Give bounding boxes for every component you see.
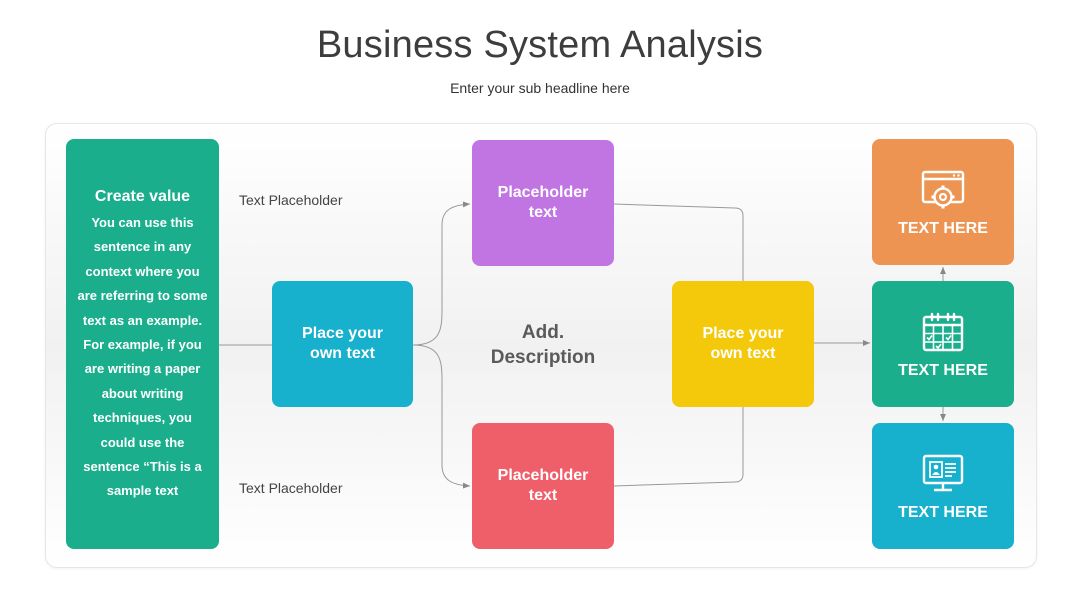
connector-top-to-yellow	[613, 203, 744, 281]
connector-own-to-top	[412, 201, 471, 346]
add-description: Add. Description	[490, 322, 596, 368]
output-box-orange: TEXT HERE	[872, 139, 1014, 265]
output-label-green: TEXT HERE	[898, 362, 988, 379]
placeholder-label-top: Placeholder text	[497, 184, 589, 221]
connector-own-to-bottom	[412, 344, 471, 489]
monitor-profile-icon	[922, 454, 964, 492]
own-text-box-1: Place your own text	[272, 281, 413, 407]
output-label-orange: TEXT HERE	[898, 220, 988, 237]
output-label-blue: TEXT HERE	[898, 504, 988, 521]
output-box-green: TEXT HERE	[872, 281, 1014, 407]
placeholder-box-top: Placeholder text	[472, 140, 614, 266]
page-subtitle: Enter your sub headline here	[450, 80, 630, 96]
placeholder-box-bottom: Placeholder text	[472, 423, 614, 549]
page-title: Business System Analysis	[316, 24, 764, 66]
text-placeholder-bottom: Text Placeholder	[239, 480, 343, 496]
output-box-blue: TEXT HERE	[872, 423, 1014, 549]
placeholder-label-bottom: Placeholder text	[497, 467, 589, 504]
calendar-icon	[922, 312, 964, 352]
browser-gear-icon	[921, 170, 965, 209]
create-value-box: Create value You can use this sentence i…	[66, 139, 219, 549]
own-text-label-2: Place your own text	[702, 325, 784, 362]
create-value-title: Create value	[94, 188, 191, 205]
create-value-body: You can use this sentence in any context…	[77, 215, 208, 499]
text-placeholder-top: Text Placeholder	[239, 192, 343, 208]
own-text-box-2: Place your own text	[672, 281, 814, 407]
own-text-label-1: Place your own text	[302, 325, 383, 362]
connector-bottom-to-yellow	[613, 407, 744, 487]
